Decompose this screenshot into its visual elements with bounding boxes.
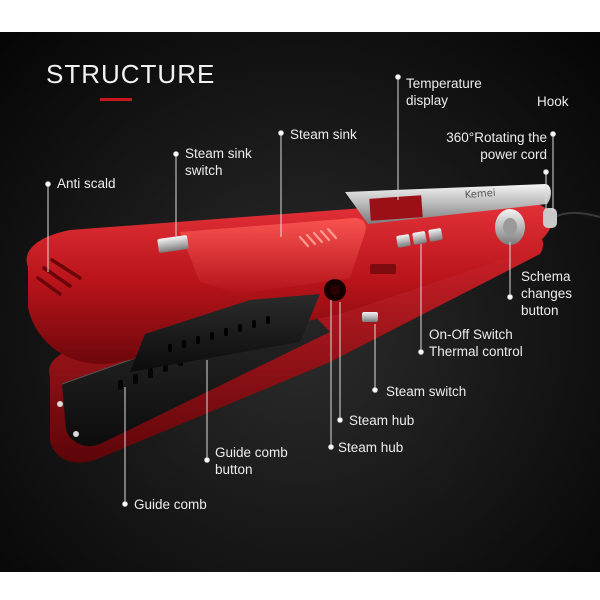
steam-tank <box>180 218 366 294</box>
label-steam-sink: Steam sink <box>290 127 357 142</box>
label-steam-switch: Steam switch <box>386 384 467 399</box>
temperature-display-screen <box>369 195 423 221</box>
steam-sink-switch <box>157 235 189 253</box>
label-steam-hub-1: Steam hub <box>349 413 415 428</box>
label-anti-scald: Anti scald <box>57 176 116 191</box>
label-steam-hub-2: Steam hub <box>338 440 404 455</box>
steam-sink-slots <box>298 227 338 248</box>
page-title: STRUCTURE <box>46 59 216 89</box>
leader-lines <box>45 74 556 507</box>
label-guide-comb: Guide comb <box>134 497 207 512</box>
label-hook: Hook <box>537 94 569 109</box>
brand-text: Kemei <box>464 188 496 201</box>
product-diagram: STRUCTURE <box>0 32 600 572</box>
control-buttons <box>396 228 443 248</box>
swivel-hook <box>543 208 557 228</box>
hair-straightener-illustration: Kemei <box>26 74 600 507</box>
steam-switch-knob <box>362 312 378 322</box>
title-underline <box>100 98 132 101</box>
